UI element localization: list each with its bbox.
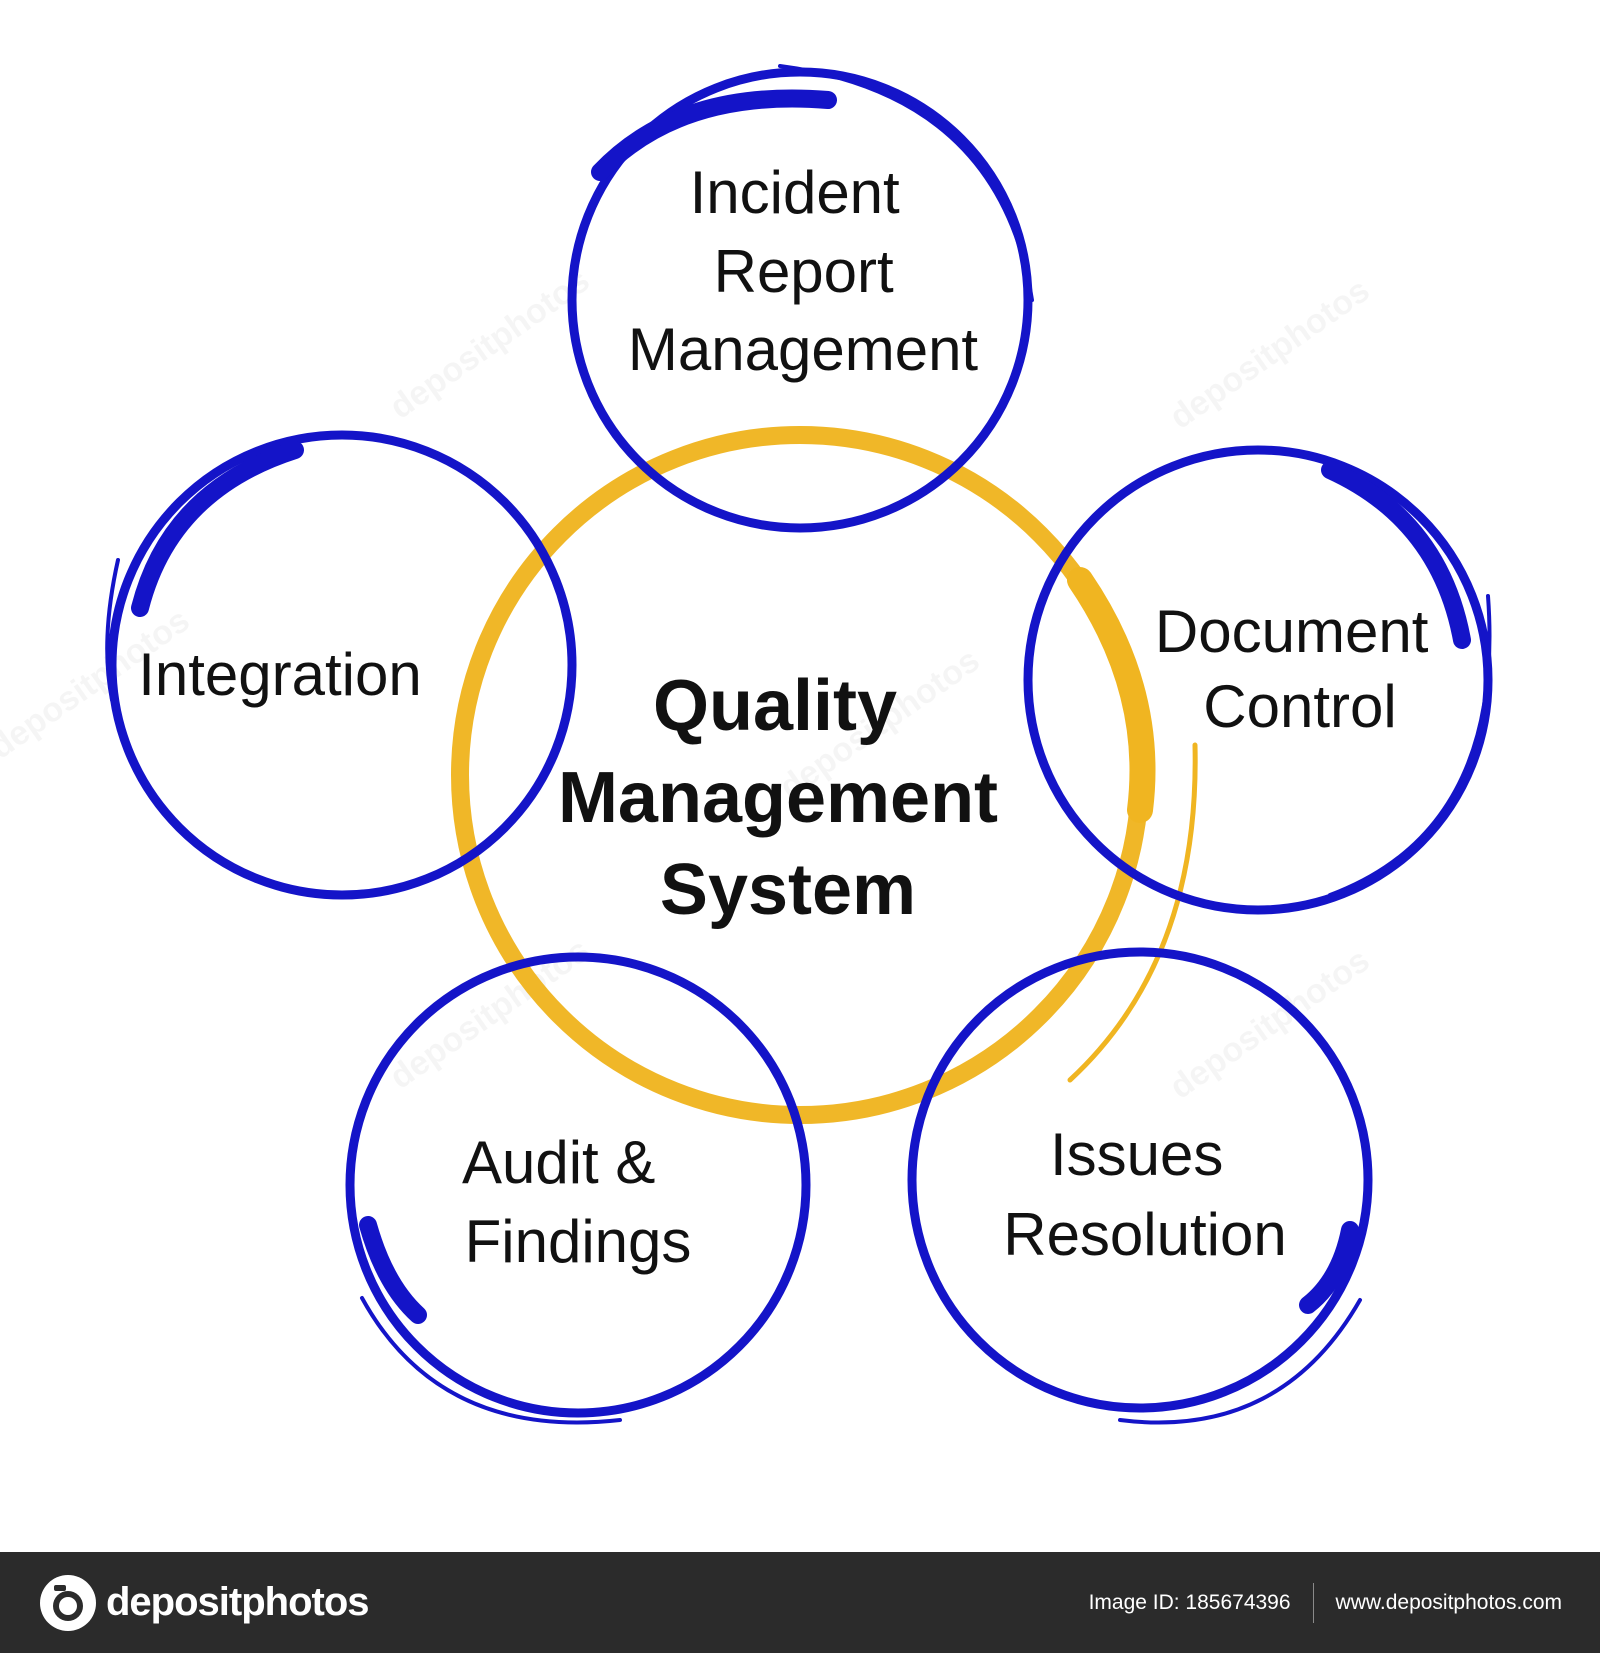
center-ring <box>451 426 1198 1124</box>
watermark-text-1: depositphotos <box>1163 271 1377 436</box>
watermark-text-2: depositphotos <box>383 261 597 426</box>
footer-info: Image ID: 185674396 www.depositphotos.co… <box>1088 1582 1562 1623</box>
node-ring-integration <box>105 430 577 900</box>
footer-divider <box>1312 1582 1314 1623</box>
brand[interactable]: depositphotos <box>38 1573 370 1633</box>
quality-management-diagram: depositphotos depositphotos depositphoto… <box>105 64 1493 1425</box>
camera-logo-icon <box>40 1574 96 1631</box>
node-label-issues-resolution: Issues Resolution <box>1003 1121 1287 1268</box>
node-label-line: Control <box>1203 673 1396 740</box>
center-label-line-3: System <box>660 850 916 930</box>
node-label-line: Audit & <box>462 1129 655 1196</box>
node-label-line: Incident <box>690 159 900 226</box>
brand-name: depositphotos <box>106 1580 370 1624</box>
stock-footer-bar: depositphotos Image ID: 185674396 www.de… <box>0 1552 1600 1653</box>
site-url[interactable]: www.depositphotos.com <box>1335 1590 1562 1614</box>
node-ring-document-control <box>1023 445 1493 915</box>
node-label-line: Integration <box>138 641 422 708</box>
center-label-line-2: Management <box>558 758 998 838</box>
node-label-line: Findings <box>465 1208 692 1275</box>
node-label-integration: Integration <box>138 641 422 708</box>
center-label: Quality Management System <box>558 666 1018 930</box>
node-ring-audit-findings <box>345 952 811 1425</box>
node-label-line: Issues <box>1050 1121 1223 1188</box>
node-label-incident-report-management: Incident Report Management <box>628 159 979 383</box>
node-label-line: Management <box>628 316 979 383</box>
node-label-line: Resolution <box>1003 1201 1287 1268</box>
image-id: Image ID: 185674396 <box>1088 1590 1291 1614</box>
center-label-line-1: Quality <box>653 666 897 746</box>
node-label-line: Document <box>1155 598 1429 665</box>
node-label-document-control: Document Control <box>1155 598 1445 740</box>
node-label-line: Report <box>714 238 894 305</box>
node-label-audit-findings: Audit & Findings <box>462 1129 691 1275</box>
node-ring-issues-resolution <box>907 947 1373 1425</box>
node-ring-incident-report-management <box>567 64 1034 533</box>
